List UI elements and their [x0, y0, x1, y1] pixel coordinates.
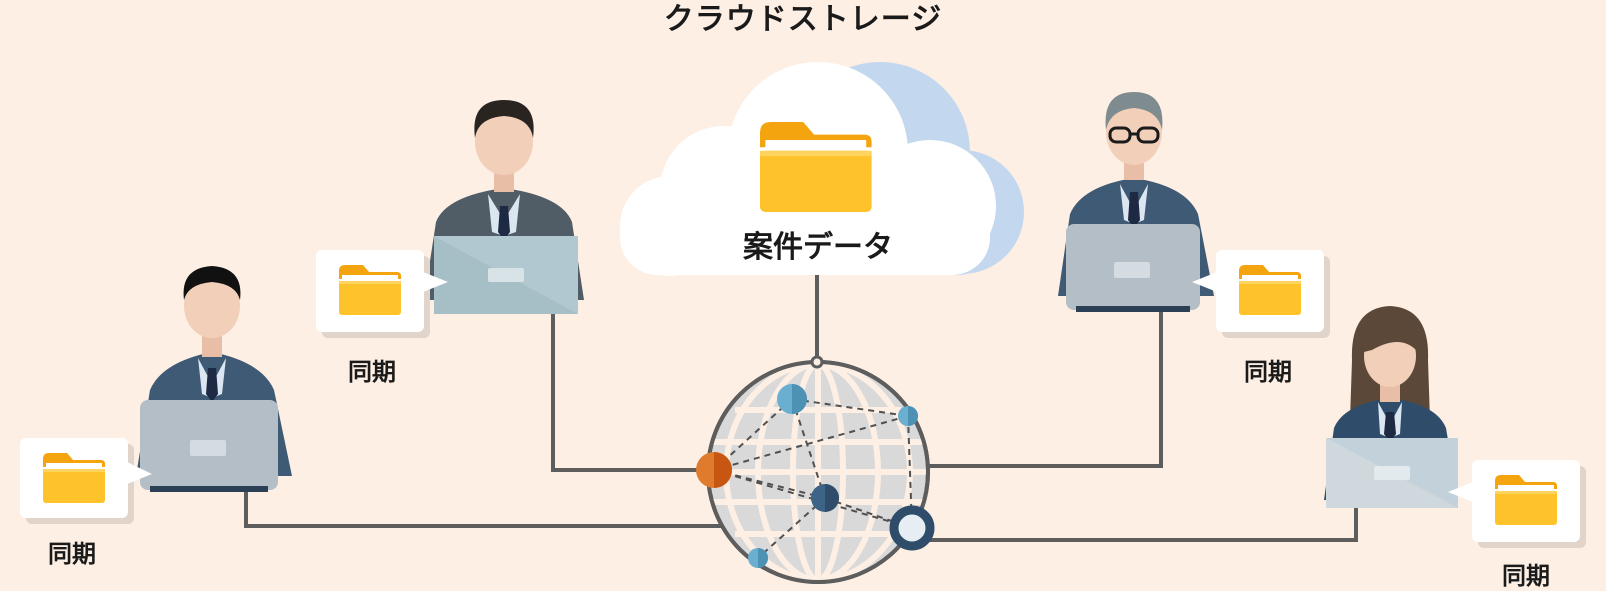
connector-user-3	[924, 310, 1163, 468]
folder-icon	[1239, 265, 1301, 315]
sync-bubble-1	[20, 438, 152, 524]
sync-label-1: 同期	[48, 540, 96, 568]
user-4	[1324, 306, 1458, 508]
folder-icon	[1495, 475, 1557, 525]
connector-user-4	[908, 498, 1358, 542]
user-1	[136, 266, 292, 492]
cloud-label: 案件データ	[743, 230, 893, 265]
folder-icon	[760, 122, 872, 212]
diagram-title: クラウドストレージ	[663, 2, 943, 37]
user-3	[1058, 92, 1214, 312]
user-2	[424, 100, 584, 314]
sync-bubble-4	[1448, 460, 1586, 548]
sync-label-2: 同期	[348, 358, 396, 386]
connector-user-1	[244, 488, 722, 528]
sync-label-3: 同期	[1244, 358, 1292, 386]
folder-icon	[43, 453, 105, 503]
folder-icon	[339, 265, 401, 315]
network-globe	[696, 355, 935, 584]
sync-bubble-3	[1192, 250, 1330, 338]
sync-bubble-2	[316, 250, 448, 338]
sync-label-4: 同期	[1502, 562, 1550, 590]
connector-lines	[244, 270, 1358, 542]
connector-user-2	[551, 310, 702, 472]
